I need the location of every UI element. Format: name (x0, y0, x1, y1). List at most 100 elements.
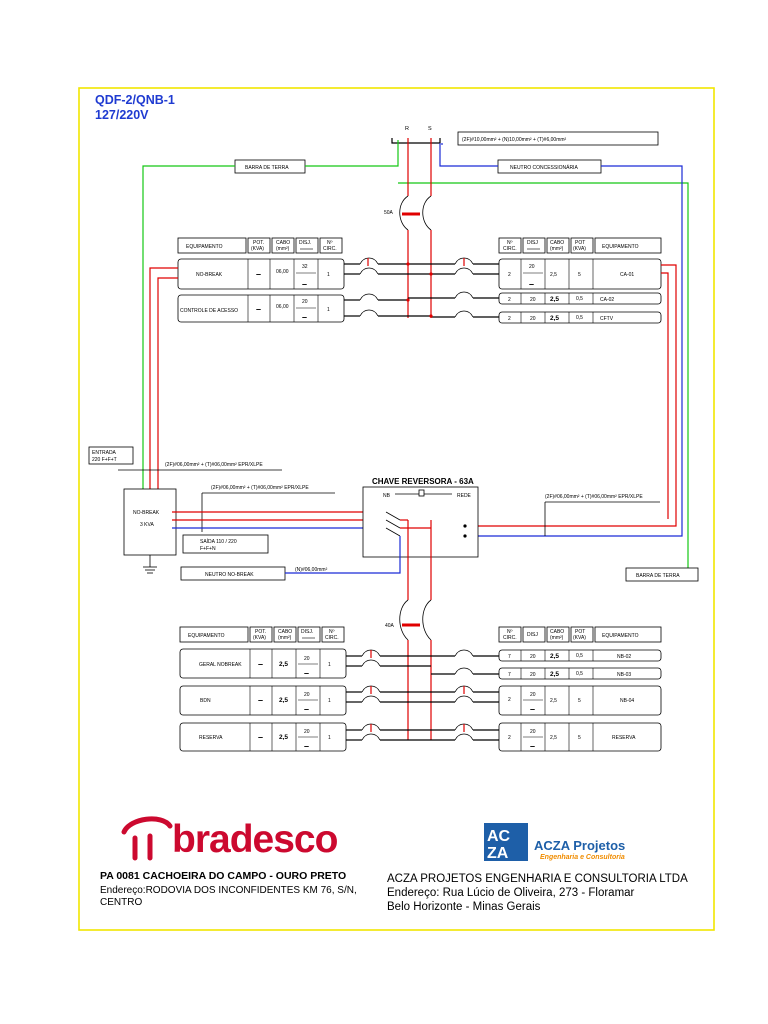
svg-text:–: – (302, 312, 307, 322)
svg-text:32: 32 (302, 264, 308, 270)
nobreak-unit: NO-BREAK 3 KVA (123, 488, 177, 574)
bradesco-logo-text: bradesco (172, 818, 338, 861)
svg-text:3 KVA: 3 KVA (140, 522, 154, 528)
svg-text:2,5: 2,5 (550, 296, 559, 303)
upper-right-row-cftv: 2 20 2,5 0,5 CFTV (498, 311, 662, 324)
site-title: PA 0081 CACHOEIRA DO CAMPO - OURO PRETO (100, 870, 347, 882)
svg-text:20: 20 (530, 692, 536, 698)
svg-text:–: – (304, 741, 309, 751)
lower-right-row-nb03: 7 20 2,5 0,5 NB-03 (498, 667, 662, 680)
svg-text:20: 20 (530, 654, 536, 660)
svg-text:Nº: Nº (329, 629, 335, 635)
panel-title: QDF-2/QNB-1 (95, 93, 175, 107)
svg-text:DISJ.: DISJ. (299, 240, 311, 246)
svg-text:EQUIPAMENTO: EQUIPAMENTO (602, 633, 639, 639)
svg-text:2: 2 (508, 697, 511, 703)
upper-right-row-ca01: 2 20 – 2,5 5 CA-01 (498, 258, 662, 290)
svg-text:CABO: CABO (550, 629, 564, 635)
svg-text:20: 20 (302, 299, 308, 305)
neutro-nobreak-cable: (N)#06,00mm² (295, 567, 328, 573)
svg-text:20: 20 (530, 297, 536, 303)
svg-text:20: 20 (529, 264, 535, 270)
acza-logo-subtext: Engenharia e Consultoria (540, 854, 625, 861)
svg-text:7: 7 (508, 654, 511, 660)
barra-terra-top-label: BARRA DE TERRA (245, 165, 289, 171)
svg-text:CONTROLE DE ACESSO: CONTROLE DE ACESSO (180, 308, 238, 314)
lower-left-row-reserva: RESERVA – 2,5 20 – 1 (179, 722, 347, 752)
svg-text:1: 1 (327, 307, 330, 313)
svg-text:–: – (304, 668, 309, 678)
svg-text:EQUIPAMENTO: EQUIPAMENTO (188, 633, 225, 639)
svg-text:2,5: 2,5 (550, 671, 559, 678)
entrada-box (88, 446, 134, 465)
svg-text:2,5: 2,5 (550, 653, 559, 660)
svg-text:NO-BREAK: NO-BREAK (133, 510, 160, 516)
svg-text:2: 2 (508, 735, 511, 741)
upper-left-header: EQUIPAMENTO POT. (KVA) CABO (mm²) DISJ. … (177, 237, 343, 254)
upper-left-row-nobreak: NO-BREAK – 06,00 32 – 1 (177, 258, 345, 290)
right-cable: (2F)#06,00mm² + (T)#06,00mm² EPR/XLPE (545, 494, 643, 500)
nobreak-cable: (2F)#06,00mm² + (T)#06,00mm² EPR/XLPE (211, 485, 309, 491)
bradesco-logo-mark (121, 816, 173, 861)
company-address: Endereço: Rua Lúcio de Oliveira, 273 - F… (387, 887, 635, 899)
svg-text:POT.: POT. (253, 240, 264, 246)
svg-text:20: 20 (530, 316, 536, 322)
sheet-frame (78, 87, 715, 931)
svg-text:GERAL NOBREAK: GERAL NOBREAK (199, 662, 242, 668)
svg-text:Nº: Nº (507, 629, 513, 635)
svg-text:–: – (256, 304, 261, 314)
barra-terra-bottom-label: BARRA DE TERRA (636, 573, 680, 579)
svg-text:NB-02: NB-02 (617, 654, 631, 660)
svg-text:2,5: 2,5 (550, 315, 559, 322)
svg-text:DISJ.: DISJ. (301, 629, 313, 635)
svg-text:BDN: BDN (200, 698, 211, 704)
svg-text:0,5: 0,5 (576, 296, 583, 302)
top-cable-label: (2F)#10,00mm² + (N)10,00mm² + (T)#6,00mm… (462, 137, 567, 143)
svg-text:0,5: 0,5 (576, 653, 583, 659)
svg-text:(KVA): (KVA) (573, 635, 586, 641)
barra-terra-bottom (625, 567, 699, 582)
svg-text:5: 5 (578, 272, 581, 278)
svg-text:20: 20 (304, 656, 310, 662)
svg-text:20: 20 (530, 729, 536, 735)
chave-reversora: CHAVE REVERSORA - 63A NB REDE (362, 477, 479, 558)
svg-text:CABO: CABO (550, 240, 564, 246)
lower-right-row-reserva: 2 20 – 2,5 5 RESERVA (498, 722, 662, 752)
svg-text:DISJ: DISJ (527, 632, 538, 638)
neutro-concessionaria-label: NEUTRO CONCESSIONÁRIA (510, 164, 578, 171)
svg-text:(mm²): (mm²) (550, 635, 564, 641)
svg-text:CFTV: CFTV (600, 316, 614, 322)
upper-left-row-controle: CONTROLE DE ACESSO – 06,00 20 – 1 (177, 294, 345, 323)
site-address-line2: CENTRO (100, 897, 143, 908)
svg-text:–: – (258, 732, 263, 742)
lower-left-header: EQUIPAMENTO POT. (KVA) CABO (mm²) DISJ. … (179, 626, 345, 643)
upper-right-breakers (408, 257, 499, 318)
lower-left-row-geral: GERAL NOBREAK – 2,5 20 – 1 (179, 648, 347, 679)
svg-text:CIRC.: CIRC. (323, 246, 337, 252)
svg-text:0,5: 0,5 (576, 315, 583, 321)
panel-voltage: 127/220V (95, 108, 149, 122)
svg-text:RESERVA: RESERVA (199, 735, 223, 741)
svg-text:1: 1 (327, 272, 330, 278)
svg-text:CA-02: CA-02 (600, 297, 614, 303)
saida-line2: F+F+N (200, 546, 216, 552)
company-city: Belo Horizonte - Minas Gerais (387, 901, 541, 913)
saida-box (182, 534, 269, 554)
svg-text:5: 5 (578, 698, 581, 704)
upper-right-header: Nº CIRC. DISJ CABO (mm²) POT (KVA) EQUIP… (498, 237, 662, 254)
svg-text:(KVA): (KVA) (253, 635, 266, 641)
svg-text:1: 1 (328, 662, 331, 668)
svg-text:(mm²): (mm²) (276, 246, 290, 252)
svg-text:DISJ: DISJ (527, 240, 538, 246)
svg-text:2,5: 2,5 (550, 698, 557, 704)
svg-text:–: – (304, 704, 309, 714)
svg-text:1: 1 (328, 735, 331, 741)
svg-text:06,00: 06,00 (276, 304, 289, 310)
svg-text:1: 1 (328, 698, 331, 704)
svg-text:CIRC.: CIRC. (325, 635, 339, 641)
svg-text:–: – (258, 695, 263, 705)
upper-left-breakers (344, 257, 431, 317)
svg-text:POT: POT (575, 629, 585, 635)
lower-right-breakers (408, 649, 499, 741)
